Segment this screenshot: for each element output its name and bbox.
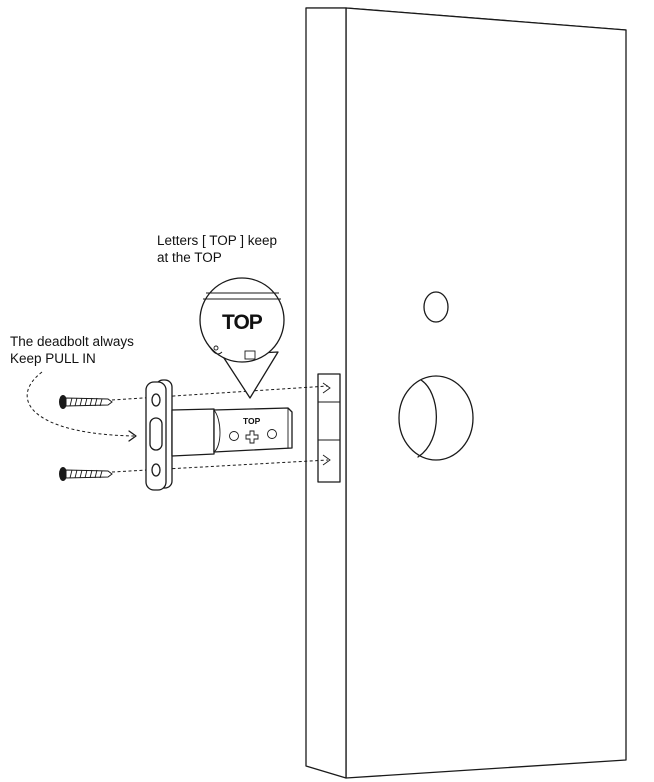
door-small-hole [423, 291, 449, 323]
screw-bottom [59, 467, 113, 481]
annotations: Letters [ TOP ] keep at the TOP The dead… [10, 233, 277, 366]
guide-top-screw [111, 385, 329, 401]
top-note-line1: Letters [ TOP ] keep [157, 233, 277, 248]
latch-body-top-label: TOP [243, 416, 261, 426]
guide-pull-in [26, 371, 135, 437]
edge-screw-hole-top [322, 382, 331, 394]
alignment-guides [26, 371, 329, 473]
deadbolt-note-line2: Keep PULL IN [10, 351, 96, 366]
housing-hole-right [267, 429, 277, 439]
latch-icon: TOP [145, 379, 293, 491]
magnifier-notch [244, 350, 256, 360]
edge-screw-hole-bottom [322, 454, 331, 466]
screw-top [59, 395, 113, 409]
housing-hole-left [229, 431, 239, 441]
guide-bottom-screw [111, 459, 329, 473]
latch-bolt-face [149, 417, 163, 451]
faceplate-screw-hole-top [151, 393, 161, 407]
spindle-hole [245, 430, 259, 444]
door-edge-mortise [317, 373, 341, 483]
deadbolt-note-line1: The deadbolt always [10, 334, 134, 349]
door-bore-inner [417, 379, 437, 458]
latch-cylinder [171, 408, 215, 457]
faceplate-screw-hole-bottom [151, 463, 161, 477]
top-note-line2: at the TOP [157, 250, 222, 265]
magnified-top-label: TOP [222, 311, 263, 334]
magnifier-callout-icon: TOP [199, 277, 285, 399]
door-icon [305, 7, 627, 779]
latch-housing [213, 407, 293, 453]
pull-in-arrowhead [128, 430, 137, 442]
screw-icon [59, 395, 113, 481]
door-front-face [345, 7, 627, 779]
